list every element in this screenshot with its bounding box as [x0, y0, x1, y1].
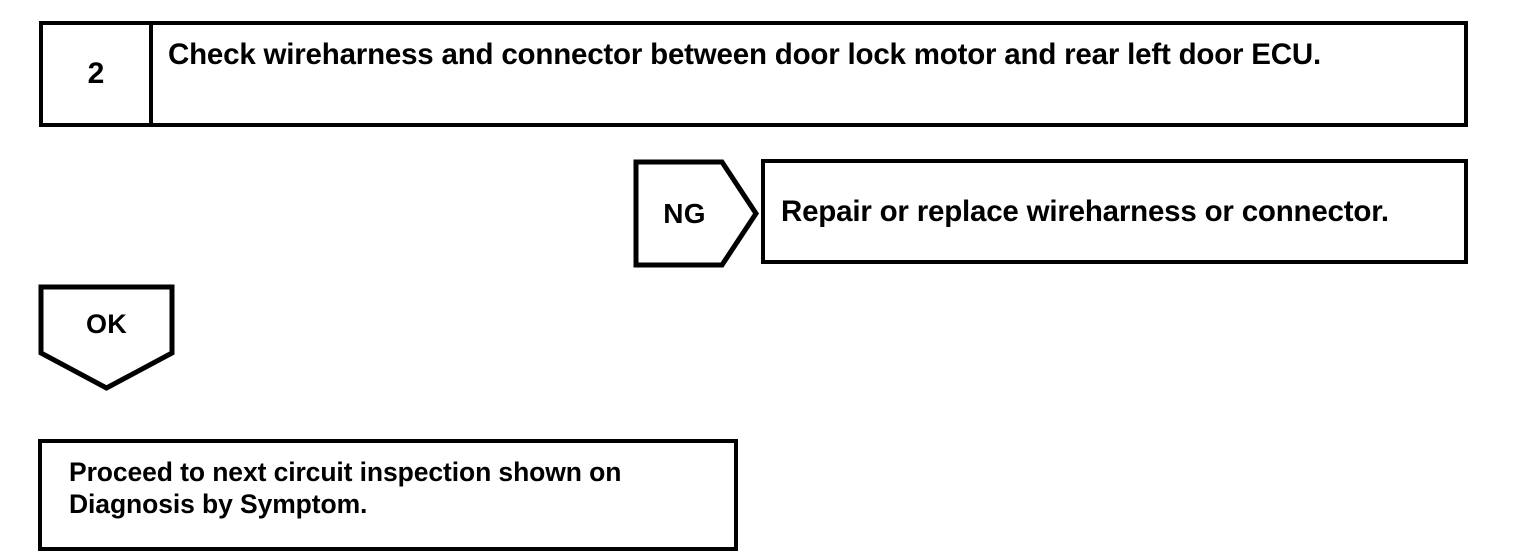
ng-result-text: Repair or replace wireharness or connect… — [781, 194, 1389, 228]
step-instruction-text: Check wireharness and connector between … — [168, 38, 1321, 71]
ok-branch-label: OK — [86, 308, 127, 339]
ng-branch-marker: NG — [633, 159, 759, 268]
ok-result-text: Proceed to next circuit inspection shown… — [69, 457, 622, 519]
step-row: 2 Check wireharness and connector betwee… — [39, 21, 1468, 127]
ng-arrow-icon — [633, 159, 759, 268]
step-instruction-cell: Check wireharness and connector between … — [153, 25, 1464, 123]
step-number: 2 — [87, 57, 105, 90]
step-number-cell: 2 — [43, 25, 153, 123]
ng-branch-label: NG — [663, 197, 706, 229]
ok-branch-marker: OK — [38, 284, 175, 391]
ng-result-box: Repair or replace wireharness or connect… — [761, 159, 1468, 264]
ok-arrow-icon — [38, 284, 175, 391]
ok-result-box: Proceed to next circuit inspection shown… — [38, 439, 738, 551]
